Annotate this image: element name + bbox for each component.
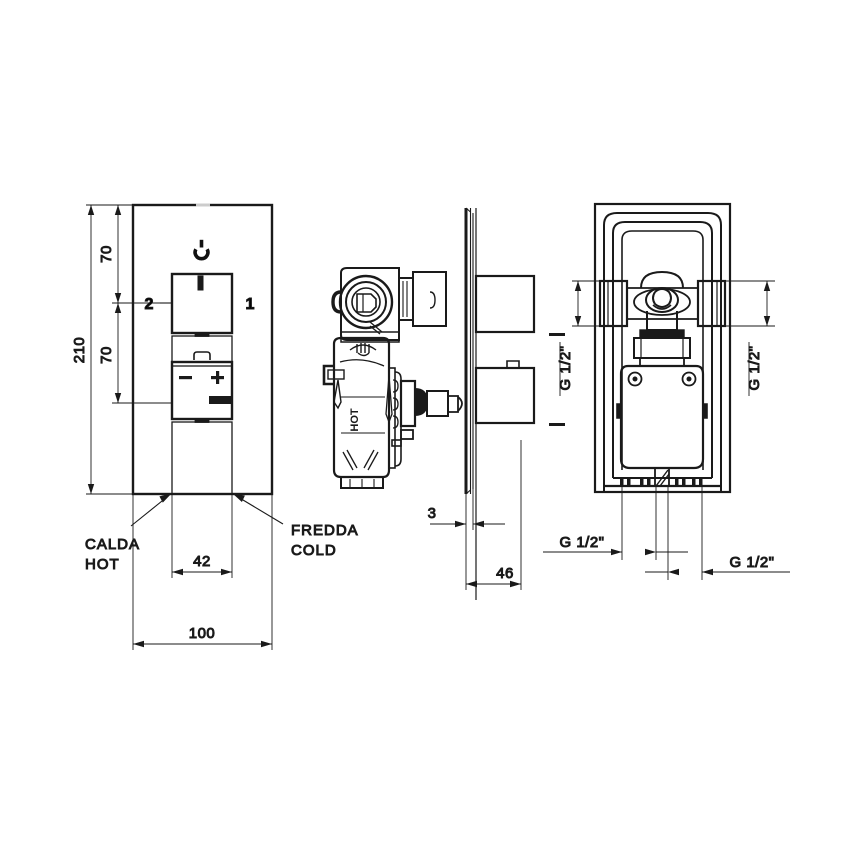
wall-plate [464, 207, 474, 495]
dim-outlet-left-label: G 1/2" [559, 534, 604, 551]
minus-icon [179, 376, 192, 380]
cold-label-en: COLD [291, 542, 337, 559]
valve-main-body: HOT [322, 331, 400, 489]
dim-lower-70-label: 70 [98, 346, 115, 364]
callout-2: 2 [144, 296, 172, 314]
dim-inlet-left-label: G 1/2" [557, 345, 574, 390]
callout-1-label: 1 [246, 296, 255, 313]
dim-upper-70: 70 [98, 204, 133, 303]
hot-label-en: HOT [85, 556, 120, 573]
dim-100: 100 [132, 494, 273, 650]
hot-label-it: CALDA [85, 536, 140, 553]
rough-in-frame-inner [612, 221, 713, 478]
dim-inlet-left: G 1/2" [557, 280, 627, 396]
rough-in-main-body [616, 364, 708, 470]
valve-hot-text: HOT [349, 408, 361, 432]
plus-icon [211, 371, 224, 384]
dim-inlet-right-label: G 1/2" [746, 345, 763, 390]
lower-handle-side-nub [506, 360, 520, 368]
dim-outlet-left: G 1/2" [543, 486, 688, 560]
middle-spacer-block [171, 335, 233, 367]
callout-2-label: 2 [145, 296, 154, 313]
valve-vent-detail [349, 343, 377, 357]
hot-callout: CALDA HOT [85, 493, 172, 574]
dim-42: 42 [171, 494, 233, 578]
temperature-marker [209, 396, 231, 404]
dim-inlet-right: G 1/2" [698, 280, 775, 396]
dim-42-label: 42 [193, 553, 211, 570]
rough-in-frame-inner2 [621, 230, 704, 470]
upper-handle-indicator [197, 275, 204, 291]
valve-cartridge-stem [385, 367, 463, 469]
dim-lower-70: 70 [98, 302, 172, 404]
inlet-crossbar [626, 287, 699, 320]
bottom-spacer-body [171, 421, 233, 495]
dim-3-label: 3 [428, 505, 437, 522]
spacer-bracket [193, 351, 211, 360]
dim-46: 46 [465, 440, 522, 590]
rough-in-outer-box [593, 202, 732, 494]
plate-top-seam [196, 203, 210, 207]
power-icon [193, 239, 210, 261]
dim-100-label: 100 [189, 625, 216, 642]
front-panel-view: 210 70 70 2 1 CALD [71, 203, 359, 650]
rough-in-frame-outer [603, 212, 722, 492]
cold-label-it: FREDDA [291, 522, 359, 539]
rough-in-base-rail [604, 477, 721, 488]
dim-upper-70-label: 70 [98, 245, 115, 263]
dim-total-height-label: 210 [71, 337, 88, 364]
cold-callout: FREDDA COLD [232, 493, 359, 560]
bottom-spacer-block [171, 421, 233, 495]
dim-outlet-right: G 1/2" [645, 486, 790, 580]
lower-handle-side [474, 360, 565, 426]
upper-handle-side-body [474, 274, 536, 334]
upper-handle-side [474, 274, 565, 336]
middle-spacer-body [171, 335, 233, 367]
lower-handle-side-body [474, 366, 536, 425]
dim-outlet-right-label: G 1/2" [729, 554, 774, 571]
dim-46-label: 46 [496, 565, 514, 582]
dim-3: 3 [427, 489, 505, 530]
valve-bonnet [633, 270, 691, 367]
rough-in-view: G 1/2" G 1/2" G 1/2" [543, 202, 790, 580]
dim-total-height: 210 [71, 204, 133, 495]
side-section-view: HOT [322, 207, 565, 600]
